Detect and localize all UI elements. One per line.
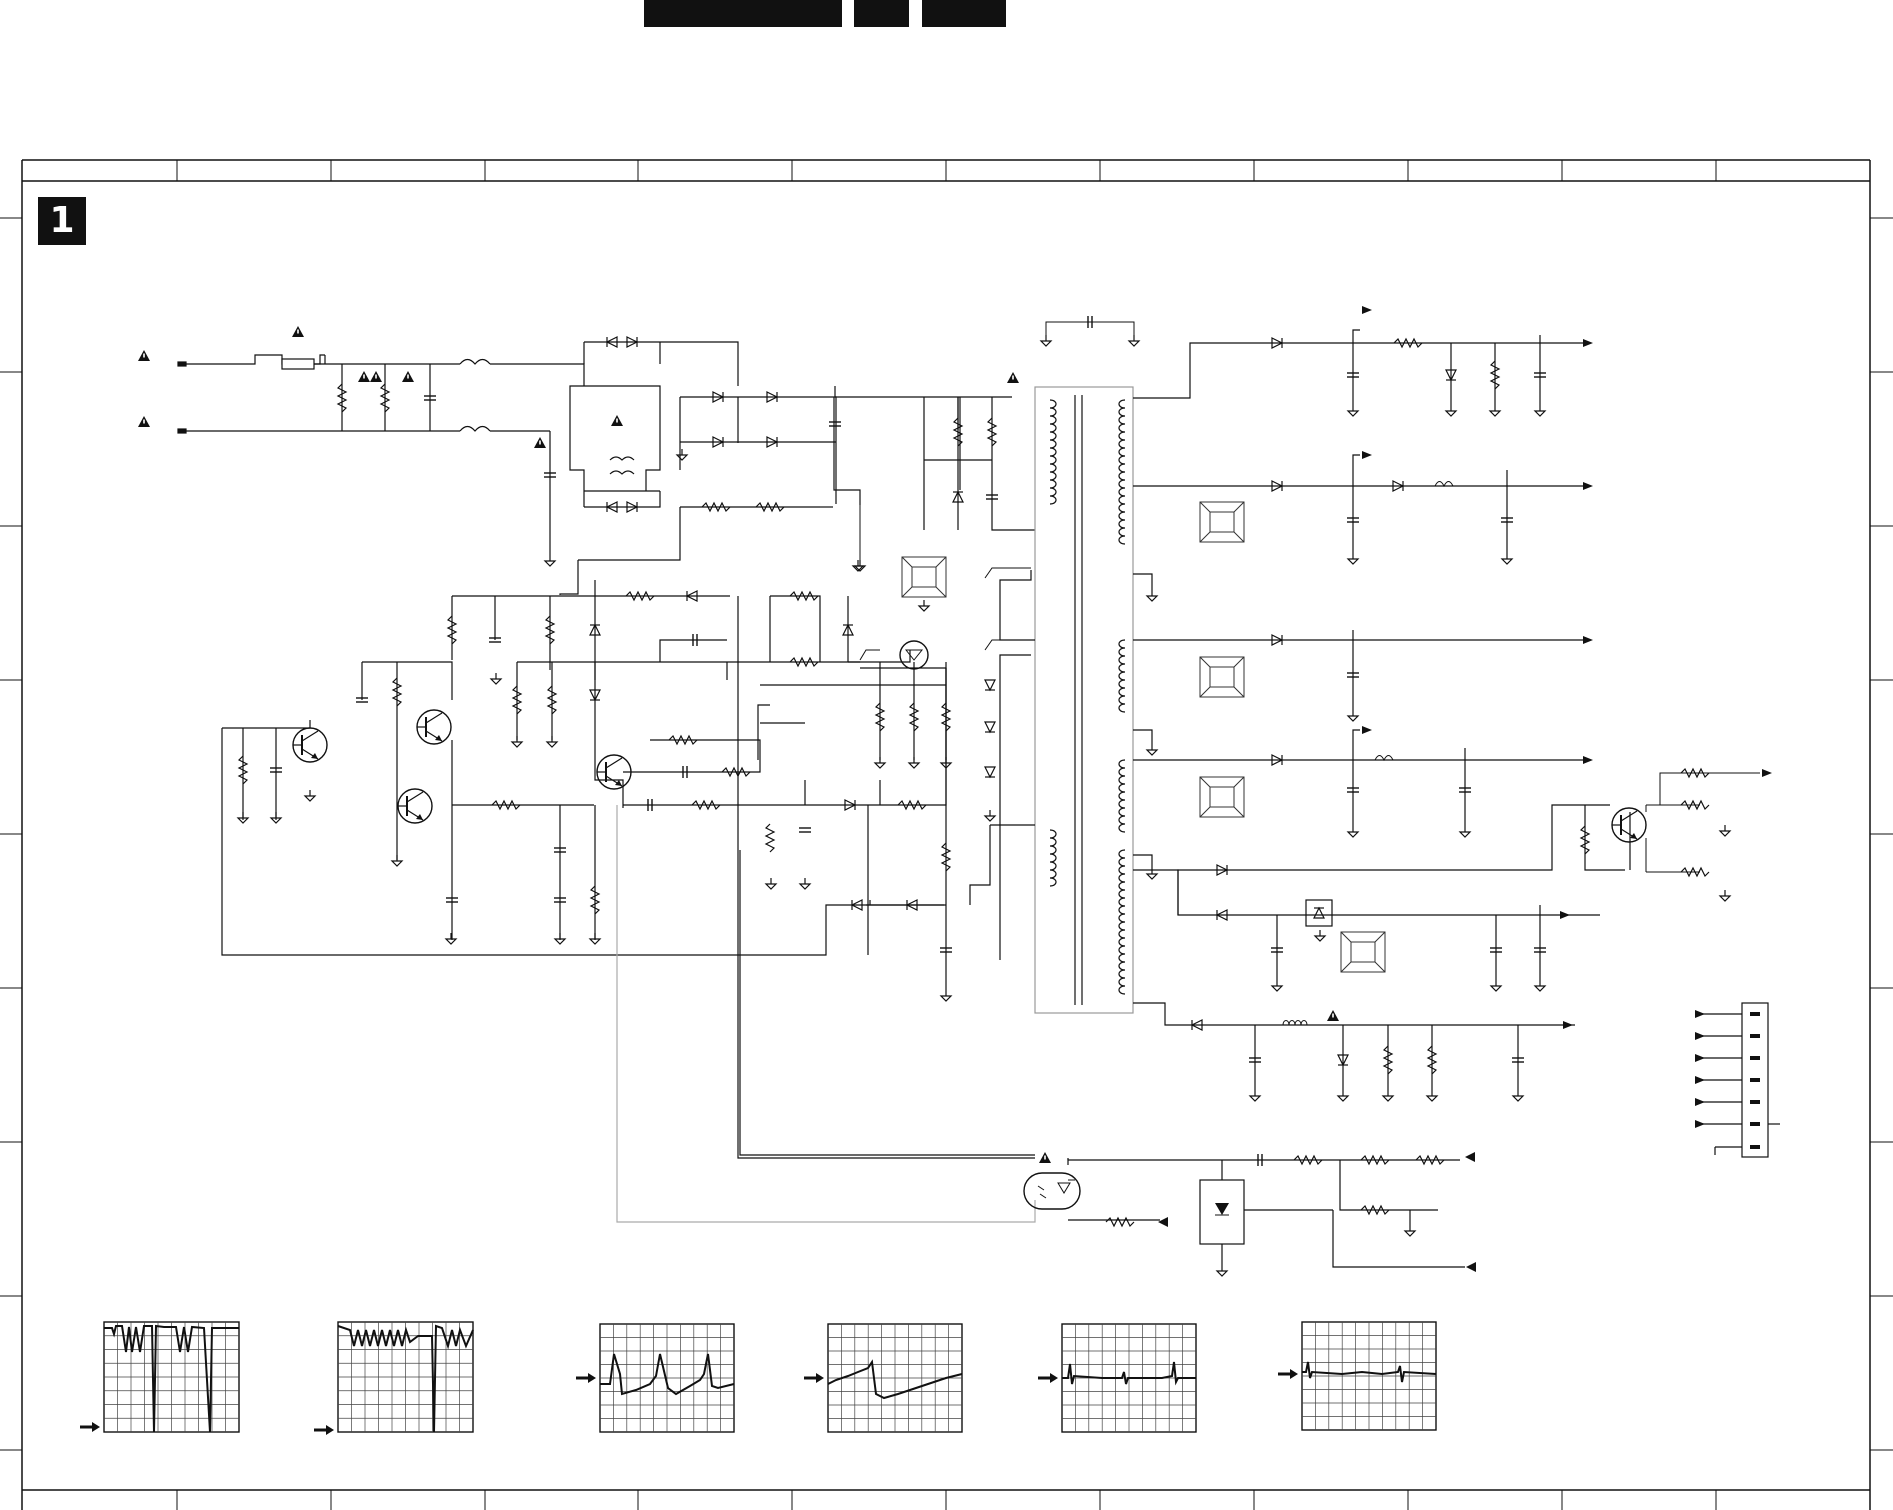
primary-snubber: [560, 397, 1035, 595]
oscilloscope-panel: [1278, 1322, 1436, 1430]
oscilloscope-panel: [1038, 1324, 1196, 1432]
oscilloscope-panel: [314, 1322, 473, 1435]
oscilloscope-panel: [80, 1322, 239, 1432]
scope-marker-arrow-icon: [1038, 1373, 1058, 1383]
output-arrow-icon: [1362, 306, 1772, 1029]
secondary-rails: [1133, 330, 1630, 1090]
bridge-rectifier: [680, 386, 1012, 505]
oscilloscope-panels: [80, 1322, 1436, 1435]
scope-marker-arrow-icon: [804, 1373, 824, 1383]
mains-input-filter: [178, 342, 738, 555]
scope-marker-arrow-icon: [576, 1373, 596, 1383]
scope-marker-arrow-icon: [1278, 1369, 1298, 1379]
output-connector: [1700, 1003, 1780, 1157]
scope-marker-arrow-icon: [314, 1425, 334, 1435]
oscilloscope-panel: [804, 1324, 962, 1432]
switch-mode-transformer: [1035, 387, 1133, 1013]
heatsink-icon: [902, 502, 1385, 972]
oscilloscope-panel: [576, 1324, 734, 1432]
primary-control: [222, 570, 1035, 1155]
optocoupler-icon: [1024, 1173, 1080, 1209]
scope-marker-arrow-icon: [80, 1422, 100, 1432]
